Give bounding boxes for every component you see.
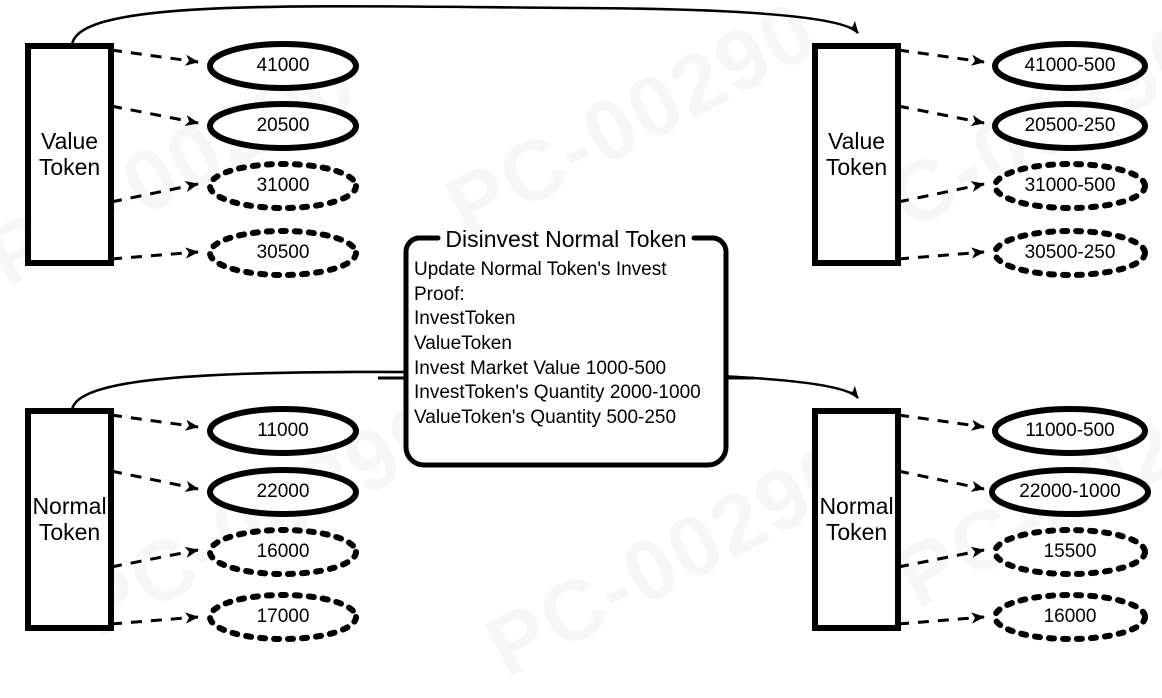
ellipse-bottom-right-4 [992,592,1148,642]
transition-arrow-top [70,4,860,47]
ellipse-bottom-right-3 [992,527,1148,577]
ellipse-bottom-left-1 [207,406,359,456]
connector-top-left-1 [110,48,199,66]
box-top-right [812,43,901,266]
connector-top-right-1 [897,48,985,66]
connector-top-right-4 [897,247,985,261]
ellipse-bottom-left-3 [207,527,359,577]
connector-bottom-left-2 [110,469,199,492]
panel-body: Update Normal Token's Invest Proof: Inve… [414,259,701,429]
connector-top-left-2 [110,104,199,127]
ellipse-top-left-4 [207,228,359,278]
connector-bottom-right-2 [897,469,985,492]
box-bottom-right [812,408,901,631]
panel-title: Disinvest Normal Token [445,226,687,252]
connector-top-left-4 [110,247,199,261]
connector-bottom-left-4 [110,612,199,626]
ellipse-top-right-4 [992,228,1148,278]
connector-top-right-3 [897,181,985,204]
box-top-left [25,43,114,266]
ellipse-bottom-right-1 [992,406,1148,456]
connector-bottom-right-4 [897,612,985,626]
connector-bottom-left-3 [110,546,199,569]
ellipse-top-left-2 [207,101,359,151]
connector-top-left-3 [110,181,199,204]
panel-outline [403,235,729,468]
connector-bottom-right-1 [897,413,985,431]
ellipse-top-left-3 [207,161,359,211]
connector-bottom-left-1 [110,413,199,431]
connector-bottom-right-3 [897,546,985,569]
ellipse-bottom-left-2 [207,467,359,517]
ellipse-top-right-2 [992,101,1148,151]
ellipse-bottom-right-2 [989,467,1151,517]
connector-top-right-2 [897,104,985,127]
ellipse-top-left-1 [207,41,359,91]
diagram-canvas: PC-00290 PC-00290 PC-00290 PC-00290 PC-0… [25,4,1151,642]
ellipse-top-right-3 [992,161,1148,211]
ellipse-top-right-1 [992,41,1148,91]
ellipse-bottom-left-4 [207,592,359,642]
box-bottom-left [25,408,114,631]
